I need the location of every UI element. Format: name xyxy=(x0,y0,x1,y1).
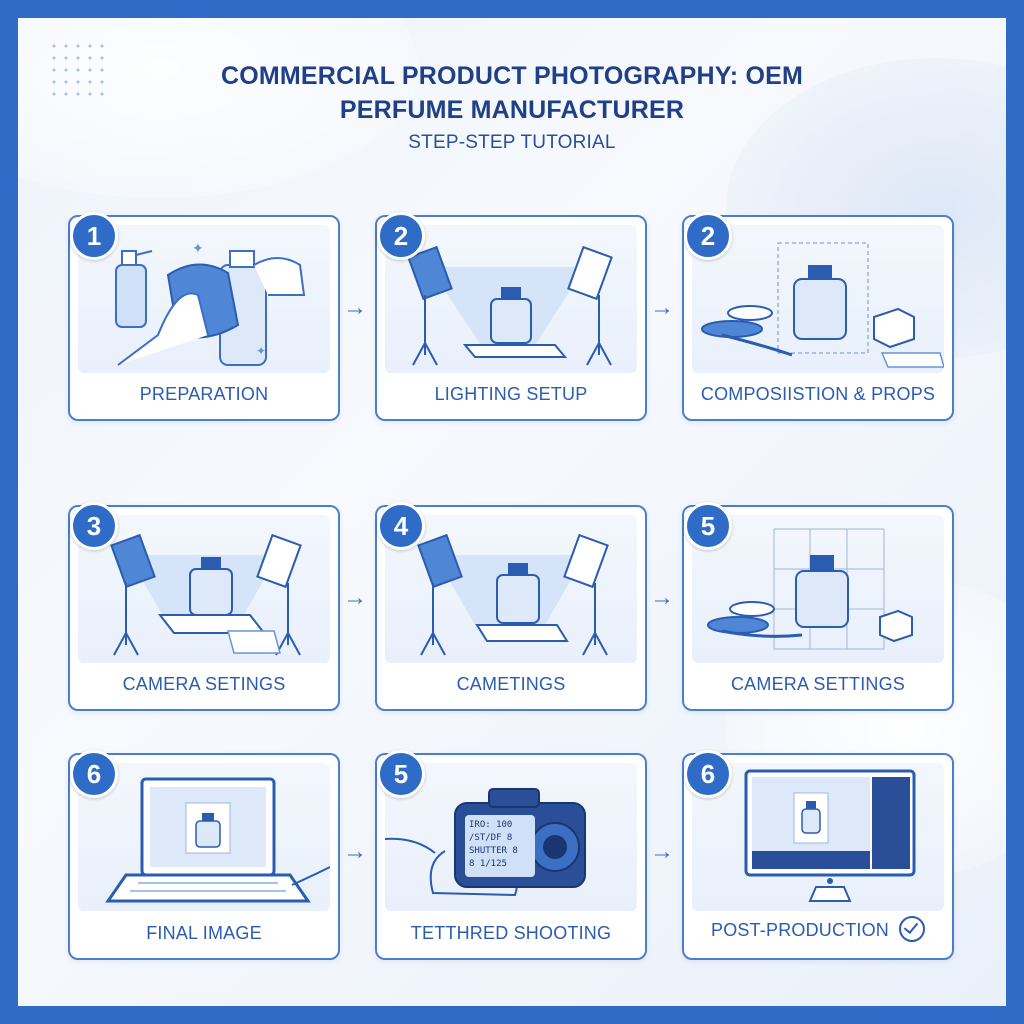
step-number-badge: 4 xyxy=(377,502,425,550)
step-card-preparation: ✦ ✦ PREPARATION xyxy=(68,215,340,421)
arrow-right-icon: → xyxy=(343,294,367,321)
step-number-badge: 1 xyxy=(70,212,118,260)
step-label: TETTHRED SHOOTING xyxy=(410,923,612,943)
step-label: CAMETINGS xyxy=(456,674,566,694)
svg-text:✦: ✦ xyxy=(256,344,266,358)
dot-pattern xyxy=(48,40,108,100)
softbox-lighting-icon xyxy=(385,515,637,663)
step-label: FINAL IMAGE xyxy=(146,923,262,943)
step-label: PREPARATION xyxy=(139,384,269,404)
step-label: CAMERA SETINGS xyxy=(122,674,286,694)
step-number-badge: 6 xyxy=(684,750,732,798)
step-label-wrap: POST-PRODUCTION xyxy=(684,916,952,944)
camera-screen-line: SHUTTER 8 xyxy=(469,846,518,856)
grid-composition-icon xyxy=(692,515,944,663)
step-label: COMPOSIISTION & PROPS xyxy=(700,384,936,404)
step-label: CAMERA SETTINGS xyxy=(730,674,906,694)
step-card-lighting-setup: LIGHTING SETUP xyxy=(375,215,647,421)
step-card-post-production: POST-PRODUCTION xyxy=(682,753,954,960)
step-number-badge: 2 xyxy=(684,212,732,260)
svg-text:✦: ✦ xyxy=(192,240,204,256)
title-line-1: COMMERCIAL PRODUCT PHOTOGRAPHY: OEM xyxy=(220,62,803,90)
step-number-badge: 5 xyxy=(377,750,425,798)
step-label: LIGHTING SETUP xyxy=(434,384,588,404)
arrow-right-icon: → xyxy=(343,838,367,865)
check-circle-icon xyxy=(899,916,925,942)
laptop-icon xyxy=(78,763,330,911)
title-line-2: PERFUME MANUFACTURER xyxy=(339,96,685,124)
step-number-badge: 3 xyxy=(70,502,118,550)
arrow-right-icon: → xyxy=(650,294,674,321)
camera-icon: IRO: 100 /ST/DF 8 SHUTTER 8 8 1/125 xyxy=(385,763,637,911)
props-composition-icon xyxy=(692,225,944,373)
infographic-frame: COMMERCIAL PRODUCT PHOTOGRAPHY: OEM PERF… xyxy=(18,18,1006,1006)
softbox-lighting-icon xyxy=(385,225,637,373)
camera-screen-line: 8 1/125 xyxy=(469,859,507,869)
step-label: POST-PRODUCTION xyxy=(710,919,889,940)
monitor-icon xyxy=(692,763,944,911)
arrow-right-icon: → xyxy=(343,584,367,611)
camera-screen-line: IRO: 100 xyxy=(469,820,513,830)
step-number-badge: 5 xyxy=(684,502,732,550)
arrow-right-icon: → xyxy=(650,838,674,865)
subtitle: STEP-STEP TUTORIAL xyxy=(408,132,616,153)
camera-screen: IRO: 100 /ST/DF 8 SHUTTER 8 8 1/125 xyxy=(469,819,531,871)
cleaning-bottle-icon: ✦ ✦ xyxy=(78,225,330,373)
camera-screen-line: /ST/DF 8 xyxy=(469,833,513,843)
step-card-cametings: CAMETINGS xyxy=(375,505,647,711)
step-card-final-image: FINAL IMAGE xyxy=(68,753,340,960)
softbox-lighting-icon xyxy=(78,515,330,663)
arrow-right-icon: → xyxy=(650,584,674,611)
step-number-badge: 2 xyxy=(377,212,425,260)
step-number-badge: 6 xyxy=(70,750,118,798)
